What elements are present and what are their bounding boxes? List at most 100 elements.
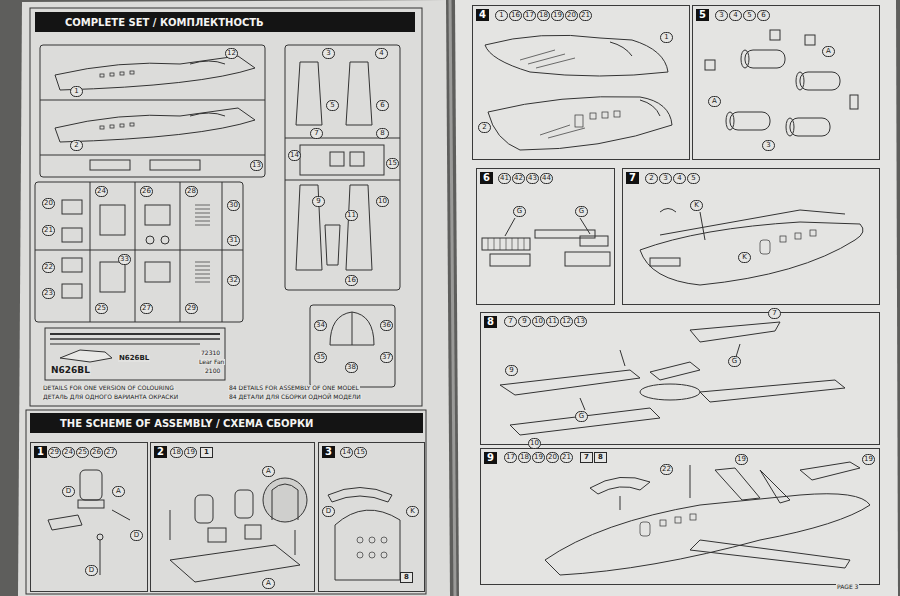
callout-number: A xyxy=(262,466,275,477)
section-heading: THE SCHEME OF ASSEMBLY / СХЕМА СБОРКИ xyxy=(60,418,313,429)
callout-number: 14 xyxy=(340,447,353,458)
sheet-text: PAGE 3 xyxy=(836,584,859,590)
callout-number: 21 xyxy=(42,225,55,236)
callout-number: 19 xyxy=(862,454,875,465)
step-panel: 4 xyxy=(472,5,690,160)
section-heading: COMPLETE SET / КОМПЛЕКТНОСТЬ xyxy=(65,17,264,28)
callout-number: 17 xyxy=(504,452,517,463)
callout-number: 7 xyxy=(504,316,517,327)
sheet-text: 84 DETAILS FOR ASSEMBLY OF ONE MODEL xyxy=(228,385,360,391)
callout-number: 15 xyxy=(354,447,367,458)
sheet-text: 72310 xyxy=(200,350,221,356)
callout-number: 28 xyxy=(185,186,198,197)
callout-number: 3 xyxy=(659,173,672,184)
callout-number: 9 xyxy=(518,316,531,327)
callout-number: 4 xyxy=(673,173,686,184)
callout-number: 25 xyxy=(76,447,89,458)
callout-number: 13 xyxy=(574,316,587,327)
callout-number: D xyxy=(62,486,75,497)
callout-number: 7 xyxy=(310,128,323,139)
step-panel: 6 xyxy=(476,168,615,305)
callout-number: 35 xyxy=(314,352,327,363)
step-panel: 8 xyxy=(480,312,880,445)
callout-number: 16 xyxy=(509,10,522,21)
callout-number: 21 xyxy=(579,10,592,21)
callout-number: 25 xyxy=(95,303,108,314)
callout-number: 20 xyxy=(546,452,559,463)
step-reference: 8 xyxy=(594,452,607,463)
callout-number: 3 xyxy=(322,48,335,59)
callout-number: 18 xyxy=(537,10,550,21)
callout-number: 6 xyxy=(376,100,389,111)
step-panel: 3 xyxy=(318,442,425,592)
callout-number: G xyxy=(575,206,588,217)
step-reference: 8 xyxy=(400,572,413,583)
sheet-text: ДЕТАЛЬ ДЛЯ ОДНОГО ВАРИАНТА ОКРАСКИ xyxy=(42,394,179,400)
callout-number: A xyxy=(112,486,125,497)
sheet-text: DETAILS FOR ONE VERSION OF COLOURING xyxy=(42,385,175,391)
step-number: 2 xyxy=(154,446,167,458)
callout-number: 1 xyxy=(495,10,508,21)
callout-number: D xyxy=(322,506,335,517)
callout-number: 5 xyxy=(743,10,756,21)
callout-number: 19 xyxy=(532,452,545,463)
callout-number: 38 xyxy=(345,362,358,373)
sheet-text: Lear Fan xyxy=(198,359,225,365)
step-panel: 2 xyxy=(150,442,315,592)
callout-number: 9 xyxy=(312,196,325,207)
callout-number: 20 xyxy=(565,10,578,21)
callout-number: 4 xyxy=(729,10,742,21)
step-number: 3 xyxy=(322,446,335,458)
callout-number: 4 xyxy=(375,48,388,59)
step-reference: 1 xyxy=(200,447,213,458)
callout-number: A xyxy=(262,578,275,589)
callout-number: 36 xyxy=(380,320,393,331)
callout-number: 24 xyxy=(95,186,108,197)
sheet-text: 2100 xyxy=(204,368,221,374)
step-number: 4 xyxy=(476,9,489,21)
callout-number: 19 xyxy=(735,454,748,465)
callout-number: 19 xyxy=(551,10,564,21)
callout-number: 2 xyxy=(645,173,658,184)
step-reference: 7 xyxy=(580,452,593,463)
step-panel: 5 xyxy=(692,5,880,160)
header-band: THE SCHEME OF ASSEMBLY / СХЕМА СБОРКИ xyxy=(30,413,423,433)
callout-number: K xyxy=(738,252,751,263)
callout-number: G xyxy=(513,206,526,217)
callout-number: 26 xyxy=(140,186,153,197)
step-number: 8 xyxy=(484,316,497,328)
callout-number: 6 xyxy=(757,10,770,21)
callout-number: A xyxy=(822,46,835,57)
callout-number: 21 xyxy=(560,452,573,463)
callout-number: 11 xyxy=(546,316,559,327)
callout-number: 13 xyxy=(250,160,263,171)
callout-number: 29 xyxy=(48,447,61,458)
sheet-text: N626BL xyxy=(118,355,150,362)
callout-number: 41 xyxy=(498,173,511,184)
callout-number: 1 xyxy=(70,86,83,97)
callout-number: K xyxy=(690,200,703,211)
callout-number: 15 xyxy=(386,158,399,169)
callout-number: 1 xyxy=(660,32,673,43)
callout-number: 19 xyxy=(184,447,197,458)
callout-number: A xyxy=(708,96,721,107)
callout-number: 24 xyxy=(62,447,75,458)
callout-number: 27 xyxy=(140,303,153,314)
callout-number: G xyxy=(728,356,741,367)
callout-number: 18 xyxy=(518,452,531,463)
callout-number: 3 xyxy=(762,140,775,151)
callout-number: 33 xyxy=(118,254,131,265)
callout-number: 32 xyxy=(227,275,240,286)
callout-number: 37 xyxy=(380,352,393,363)
callout-number: 14 xyxy=(288,150,301,161)
callout-number: 27 xyxy=(104,447,117,458)
callout-number: 17 xyxy=(523,10,536,21)
callout-number: 7 xyxy=(768,308,781,319)
callout-number: 43 xyxy=(526,173,539,184)
callout-number: 42 xyxy=(512,173,525,184)
callout-number: 26 xyxy=(90,447,103,458)
header-band: COMPLETE SET / КОМПЛЕКТНОСТЬ xyxy=(35,12,415,32)
sheet-text: N626BL xyxy=(50,366,91,375)
step-panel: 9 xyxy=(480,448,880,585)
